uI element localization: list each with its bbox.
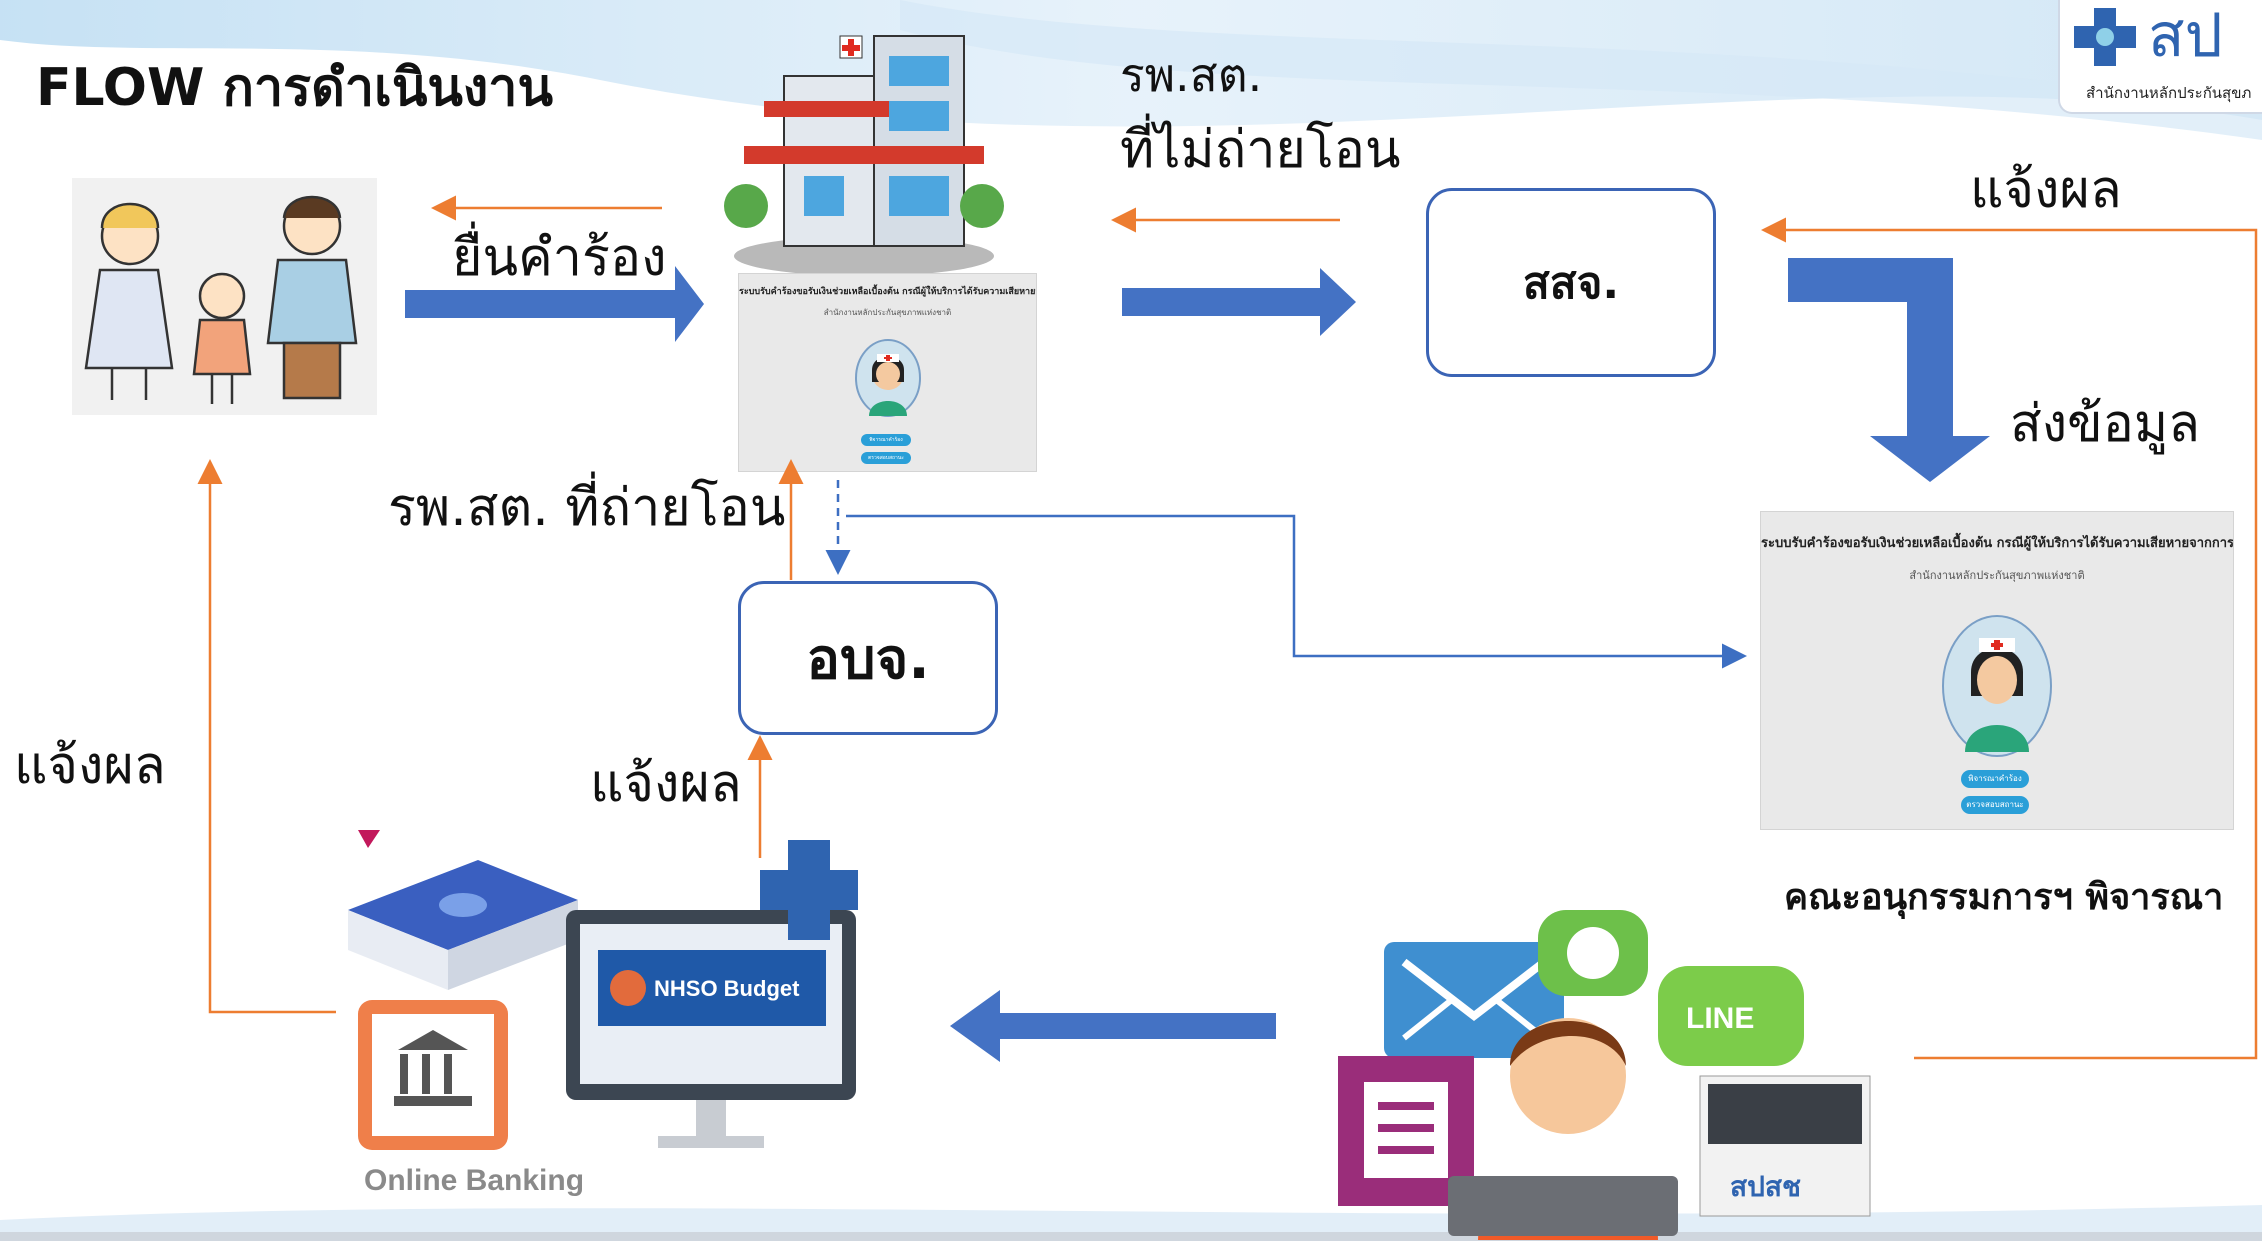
label-send-data: ส่งข้อมูล (2010, 394, 2201, 454)
line-budget-to-family (197, 459, 336, 1014)
hospital-illustration (724, 6, 1004, 276)
communication-icon: LINE สปสช (1338, 910, 1871, 1240)
label-rph-transfer: รพ.สต. ที่ถ่ายโอน (388, 478, 786, 538)
review-button-small[interactable]: พิจารณาคำร้อง (861, 434, 911, 446)
label-rph-not-transfer-2: ที่ไม่ถ่ายโอน (1120, 120, 1401, 180)
line-hospital-to-system (846, 514, 1747, 669)
family-icon (84, 195, 358, 404)
family-illustration (72, 178, 377, 415)
ssj-box: สสจ. (1426, 188, 1716, 377)
nurse-icon (855, 339, 921, 417)
arrow-ssj-to-system (1788, 258, 1990, 482)
system-heading-large: ระบบรับคำร้องขอรับเงินช่วยเหลือเบื้องต้น… (1761, 536, 2234, 551)
page-title: FLOW การดำเนินงาน (36, 58, 554, 118)
label-rph-not-transfer-1: รพ.สต. (1120, 48, 1263, 102)
line-label: LINE (1686, 1002, 1754, 1035)
system-screen-large: ระบบรับคำร้องขอรับเงินช่วยเหลือเบื้องต้น… (1760, 511, 2234, 830)
hospital-icon (724, 35, 1004, 276)
label-notify-center: แจ้งผล (590, 754, 742, 814)
obj-box: อบจ. (738, 581, 998, 735)
review-button-large[interactable]: พิจารณาคำร้อง (1961, 770, 2029, 788)
nhso-logo: สป สำนักงานหลักประกันสุขภ (2058, 0, 2262, 114)
system-screen-small: ระบบรับคำร้องขอรับเงินช่วยเหลือเบื้องต้น… (738, 273, 1037, 472)
status-button-large[interactable]: ตรวจสอบสถานะ (1961, 796, 2029, 814)
status-button-small[interactable]: ตรวจสอบสถานะ (861, 452, 911, 464)
label-submit-request: ยื่นคำร้อง (452, 228, 667, 288)
nhso-small-label: สปสช (1730, 1171, 1801, 1202)
online-banking-label: Online Banking (364, 1164, 584, 1197)
nurse-icon-large (1942, 615, 2052, 757)
system-subheading-small: สำนักงานหลักประกันสุขภาพแห่งชาติ (823, 308, 952, 317)
budget-illustration: NHSO Budget Online Banking (318, 830, 928, 1210)
label-notify-left: แจ้งผล (14, 736, 166, 796)
system-heading-small: ระบบรับคำร้องขอรับเงินช่วยเหลือเบื้องต้น… (739, 287, 1036, 297)
line-notify-to-ssj (1761, 217, 2258, 1060)
arrow-comm-to-budget (950, 990, 1276, 1062)
budget-icon: NHSO Budget Online Banking (348, 830, 858, 1197)
budget-label: NHSO Budget (654, 976, 800, 1001)
logo-caption: สำนักงานหลักประกันสุขภ (2086, 84, 2252, 102)
system-subheading-large: สำนักงานหลักประกันสุขภาพแห่งชาติ (1909, 569, 2085, 582)
logo-text: สป (2148, 1, 2223, 71)
arrow-hospital-to-ssj (1122, 268, 1356, 336)
nhso-cross-icon (2074, 8, 2136, 66)
communication-illustration: LINE สปสช (1338, 906, 1878, 1240)
label-committee: คณะอนุกรรมการฯ พิจารณา (1784, 877, 2224, 918)
label-notify-top-right: แจ้งผล (1970, 160, 2122, 220)
arrow-family-to-hospital (405, 266, 704, 342)
